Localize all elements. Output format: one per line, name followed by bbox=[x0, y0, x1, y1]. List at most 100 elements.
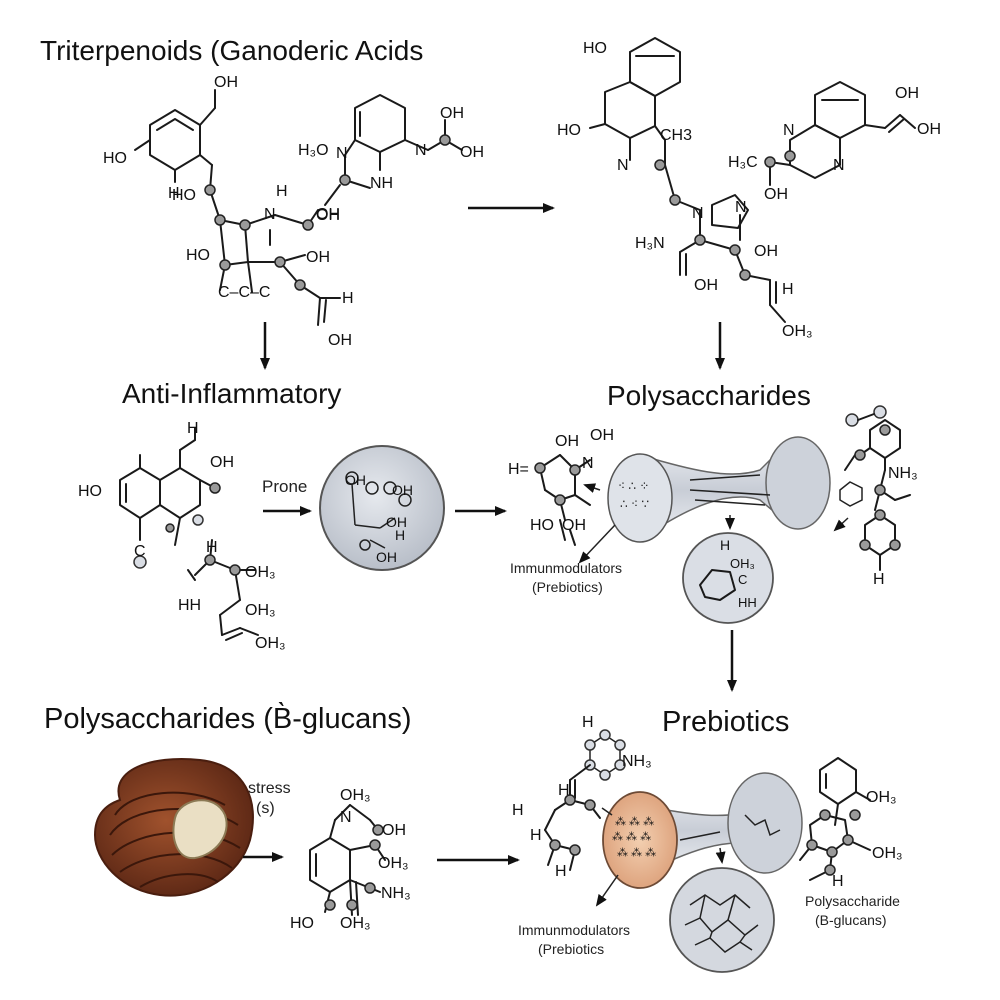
label-immunomodulators-mid: Immunmodulators bbox=[510, 560, 623, 576]
atom-ho: HO bbox=[78, 483, 102, 500]
atom-h: H bbox=[555, 863, 567, 880]
atom-oh: OH bbox=[460, 144, 484, 161]
atom-oh: OH bbox=[694, 277, 718, 294]
glucan-network-cell bbox=[669, 867, 775, 973]
atom-n: N bbox=[336, 145, 348, 162]
atom-oh: OH bbox=[328, 332, 352, 349]
atom-nh3: NH₃ bbox=[622, 753, 652, 770]
triterpenoid-structure-left: OH HO H HO HO H N OH OH C–C–C H OH bbox=[103, 74, 484, 349]
svg-text:⁂ ⁂ ⁂: ⁂ ⁂ ⁂ bbox=[615, 816, 654, 828]
atom-ho: HO bbox=[583, 40, 607, 57]
atom-oh: OH bbox=[214, 74, 238, 91]
atom-ch3: CH3 bbox=[660, 127, 692, 144]
atom-oh: OH bbox=[440, 105, 464, 122]
atom-h-eq: H= bbox=[508, 461, 529, 478]
atom-oh3: OH₃ bbox=[255, 635, 286, 652]
atom-h: H bbox=[512, 802, 524, 819]
atom-oh3: OH₃ bbox=[866, 789, 897, 806]
atom-n: N bbox=[833, 157, 845, 174]
atom-oh: OH bbox=[316, 206, 340, 223]
atom-h: H bbox=[395, 527, 405, 543]
atom-ho: HO bbox=[103, 150, 127, 167]
atom-oh: OH bbox=[562, 517, 586, 534]
atom-hh: HH bbox=[178, 597, 201, 614]
atom-oh: OH bbox=[316, 207, 340, 224]
atom-oh: OH bbox=[382, 822, 406, 839]
atom-oh: OH bbox=[210, 454, 234, 471]
prebiotics-right-structure: OH₃ OH₃ H bbox=[799, 757, 903, 890]
atom-oh3: OH₃ bbox=[872, 845, 903, 862]
label-prebiotics-mid: (Prebiotics) bbox=[532, 579, 603, 595]
atom-oh3: OH₃ bbox=[245, 564, 276, 581]
cell-channel-mid: ⁖ ∴ ⁘ ∴ ⁖ ∵ bbox=[578, 436, 831, 564]
atom-oh: OH bbox=[306, 249, 330, 266]
atom-c: C bbox=[738, 572, 747, 587]
polysaccharides-mid-right-structure: NH₃ H bbox=[833, 405, 918, 588]
label-polysaccharide-bottom: Polysaccharide bbox=[805, 893, 900, 909]
label-prone: Prone bbox=[262, 477, 308, 496]
atom-ho: HO bbox=[290, 915, 314, 932]
atom-n: N bbox=[617, 157, 629, 174]
atom-ho: HO bbox=[186, 247, 210, 264]
label-estress-s: (s) bbox=[256, 800, 275, 817]
atom-n: N bbox=[264, 206, 276, 223]
atom-oh: OH bbox=[555, 433, 579, 450]
atom-oh: OH bbox=[590, 427, 614, 444]
heading-triterpenoids: Triterpenoids (Ganoderic Acids bbox=[40, 35, 424, 66]
atom-oh: OH bbox=[754, 243, 778, 260]
atom-n: N bbox=[582, 455, 594, 472]
atom-h: H bbox=[782, 281, 794, 298]
svg-text:⁂ ⁂ ⁂: ⁂ ⁂ ⁂ bbox=[617, 847, 656, 859]
atom-h: H bbox=[582, 714, 594, 731]
prebiotics-left-structure: H NH₃ H H H H bbox=[512, 714, 652, 880]
atom-oh3: OH₃ bbox=[340, 915, 371, 932]
atom-oh3: OH₃ bbox=[340, 787, 371, 804]
heading-polysaccharides-bglucans: Polysaccharides (B̀-glucans) bbox=[44, 703, 412, 735]
monosaccharide-cell: H OH₃ C HH bbox=[682, 532, 774, 624]
atom-oh3: OH₃ bbox=[378, 855, 409, 872]
atom-o: C bbox=[134, 543, 146, 560]
bglucan-structure: OH₃ N OH OH₃ NH₃ HO OH₃ bbox=[290, 787, 411, 932]
atom-n: N bbox=[783, 122, 795, 139]
atom-n: N bbox=[415, 142, 427, 159]
anti-inflammatory-structure: H OH HO C H OH₃ HH OH₃ OH₃ bbox=[78, 420, 286, 652]
atom-h: H bbox=[873, 571, 885, 588]
atom-h: H bbox=[342, 290, 354, 307]
atom-hh: HH bbox=[738, 595, 757, 610]
atom-ho: HO bbox=[557, 122, 581, 139]
atom-h: H bbox=[168, 185, 180, 202]
atom-ho: HO bbox=[530, 517, 554, 534]
atom-n: N bbox=[692, 205, 704, 222]
svg-text:⁂ ⁂ ⁂: ⁂ ⁂ ⁂ bbox=[612, 831, 651, 843]
atom-oh: OH bbox=[386, 514, 407, 530]
atom-oh: OH bbox=[345, 472, 366, 488]
atom-h: H bbox=[276, 183, 288, 200]
polysaccharides-mid-structure: OH OH H= N HO OH bbox=[508, 427, 614, 546]
atom-oh3: OH₃ bbox=[245, 602, 276, 619]
atom-h: H bbox=[832, 873, 844, 890]
atom-ccc: C–C–C bbox=[218, 284, 270, 301]
atom-h3n: H₃N bbox=[635, 235, 665, 252]
reishi-mushroom-image bbox=[93, 758, 254, 897]
molecule-cell: OH OH OH OH H bbox=[319, 445, 445, 571]
atom-oh: OH bbox=[895, 85, 919, 102]
atom-oh: OH bbox=[376, 549, 397, 565]
atom-ho: HO bbox=[172, 187, 196, 204]
atom-n: N bbox=[340, 809, 352, 826]
atom-h: H bbox=[187, 420, 199, 437]
atom-oh: OH bbox=[764, 186, 788, 203]
label-prebiotics-bottom: (Prebiotics bbox=[538, 941, 605, 957]
svg-text:∴ ⁖ ∵: ∴ ⁖ ∵ bbox=[620, 497, 649, 511]
atom-h: H bbox=[530, 827, 542, 844]
atom-h: H bbox=[558, 782, 570, 799]
triterpenoid-structure-right: HO HO CH3 N N N H₃N OH OH H OH₃ N N H₃ bbox=[557, 37, 941, 340]
atom-h3o: H₃O bbox=[298, 142, 329, 159]
atom-nh3: NH₃ bbox=[381, 885, 411, 902]
heading-polysaccharides: Polysaccharides bbox=[607, 380, 811, 411]
atom-h: H bbox=[206, 539, 218, 556]
heading-prebiotics: Prebiotics bbox=[662, 706, 790, 738]
prebiotics-vesicle-channel: ⁂ ⁂ ⁂ ⁂ ⁂ ⁂ ⁂ ⁂ ⁂ bbox=[595, 772, 803, 907]
atom-oh: OH bbox=[917, 121, 941, 138]
atom-oh: OH bbox=[392, 482, 413, 498]
